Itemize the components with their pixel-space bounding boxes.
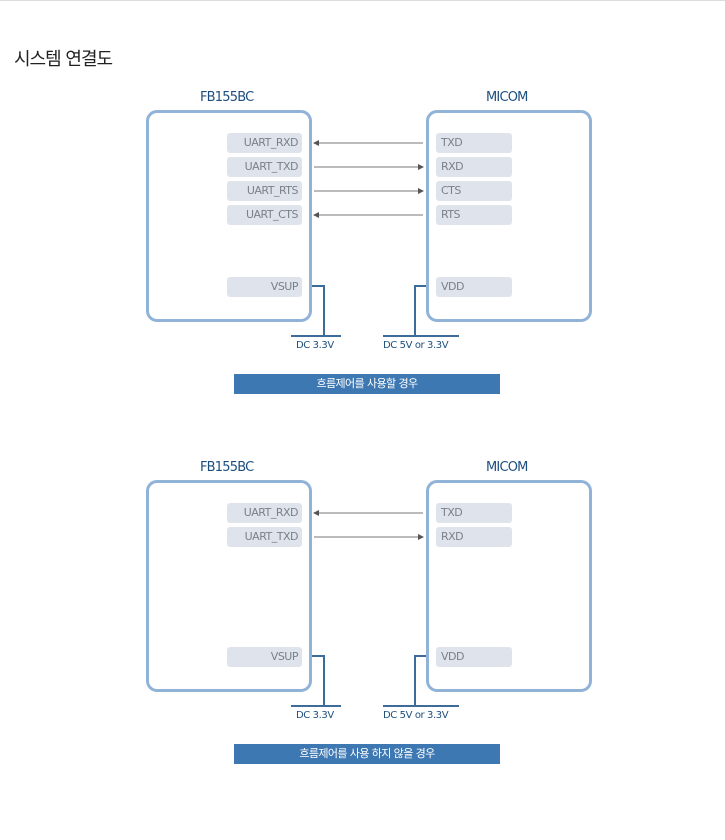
diagram-caption: 흐름제어를 사용할 경우 <box>234 374 500 394</box>
right-power-line <box>414 655 426 706</box>
right-power-line <box>414 285 426 336</box>
right-pin: TXD <box>436 133 512 153</box>
diagram-caption: 흐름제어를 사용 하지 않을 경우 <box>234 744 500 764</box>
right-pin: TXD <box>436 503 512 523</box>
left-pin-power: VSUP <box>227 647 302 667</box>
left-pin: UART_RXD <box>227 133 302 153</box>
left-device-label: FB155BC <box>200 460 254 475</box>
right-pin-power: VDD <box>436 277 512 297</box>
right-supply-label: DC 5V or 3.3V <box>383 710 449 721</box>
connection-lines <box>291 140 459 337</box>
left-power-line <box>312 655 325 706</box>
diagram-no-flow-control: FB155BC MICOM UART_RXD UART_TXD VSUP TXD… <box>0 450 725 780</box>
connection-lines <box>291 510 459 707</box>
right-device-label: MICOM <box>486 90 528 105</box>
left-pin: UART_RTS <box>227 181 302 201</box>
left-supply-label: DC 3.3V <box>296 340 334 351</box>
left-pin: UART_TXD <box>227 527 302 547</box>
page-title: 시스템 연결도 <box>14 49 113 71</box>
right-pin: RTS <box>436 205 512 225</box>
left-power-line <box>312 285 325 336</box>
left-pin: UART_CTS <box>227 205 302 225</box>
left-supply-label: DC 3.3V <box>296 710 334 721</box>
left-pin: UART_TXD <box>227 157 302 177</box>
left-pin-power: VSUP <box>227 277 302 297</box>
diagram-flow-control: FB155BC MICOM UART_RXD UART_TXD UART_RTS… <box>0 80 725 410</box>
right-pin: RXD <box>436 157 512 177</box>
right-pin: RXD <box>436 527 512 547</box>
right-device-label: MICOM <box>486 460 528 475</box>
right-pin-power: VDD <box>436 647 512 667</box>
left-device-label: FB155BC <box>200 90 254 105</box>
top-divider <box>0 0 725 1</box>
right-pin: CTS <box>436 181 512 201</box>
left-pin: UART_RXD <box>227 503 302 523</box>
right-supply-label: DC 5V or 3.3V <box>383 340 449 351</box>
